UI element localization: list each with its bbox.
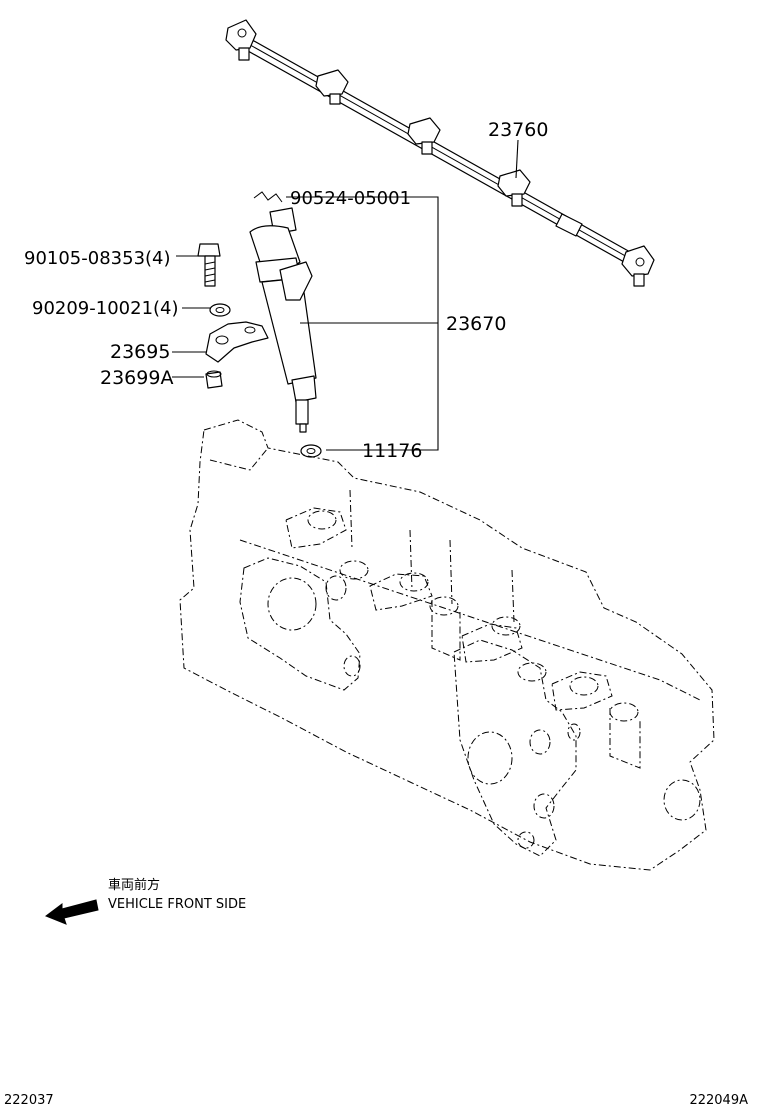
callout-gasket: 11176 (362, 440, 422, 462)
vehicle-front-indicator: 車両前方 VEHICLE FRONT SIDE (44, 877, 246, 925)
clamp-nut (205, 370, 223, 389)
leader-lines (172, 139, 519, 451)
diagram-code-right: 222049A (689, 1093, 748, 1108)
front-label-japanese: 車両前方 (108, 877, 160, 893)
front-direction-arrow-icon (44, 899, 99, 925)
callout-clip: 90524-05001 (290, 188, 411, 209)
callout-washer: 90209-10021(4) (32, 298, 179, 319)
rail-sleeve (555, 213, 583, 237)
callout-clamp: 23695 (110, 341, 170, 363)
rail-connector-2 (407, 117, 441, 155)
diagram-code-left: 222037 (4, 1093, 54, 1108)
callout-nut: 23699A (100, 367, 173, 389)
injector-clamp (205, 321, 269, 363)
rail-end-connector-left (225, 19, 257, 61)
callout-rail: 23760 (488, 119, 548, 141)
bolt (197, 243, 221, 287)
front-label-english: VEHICLE FRONT SIDE (108, 897, 246, 912)
rail-connector-1 (315, 69, 349, 105)
rail-end-connector-right (621, 245, 655, 287)
washer (209, 303, 231, 317)
cylinder-head-outline (179, 419, 715, 871)
callout-bolt: 90105-08353(4) (24, 248, 171, 269)
fuel-injector (249, 191, 317, 433)
injector-clip (253, 191, 283, 203)
callout-injector: 23670 (446, 313, 506, 335)
fuel-rail-assembly (225, 19, 655, 287)
rail-connector-3 (497, 169, 531, 207)
